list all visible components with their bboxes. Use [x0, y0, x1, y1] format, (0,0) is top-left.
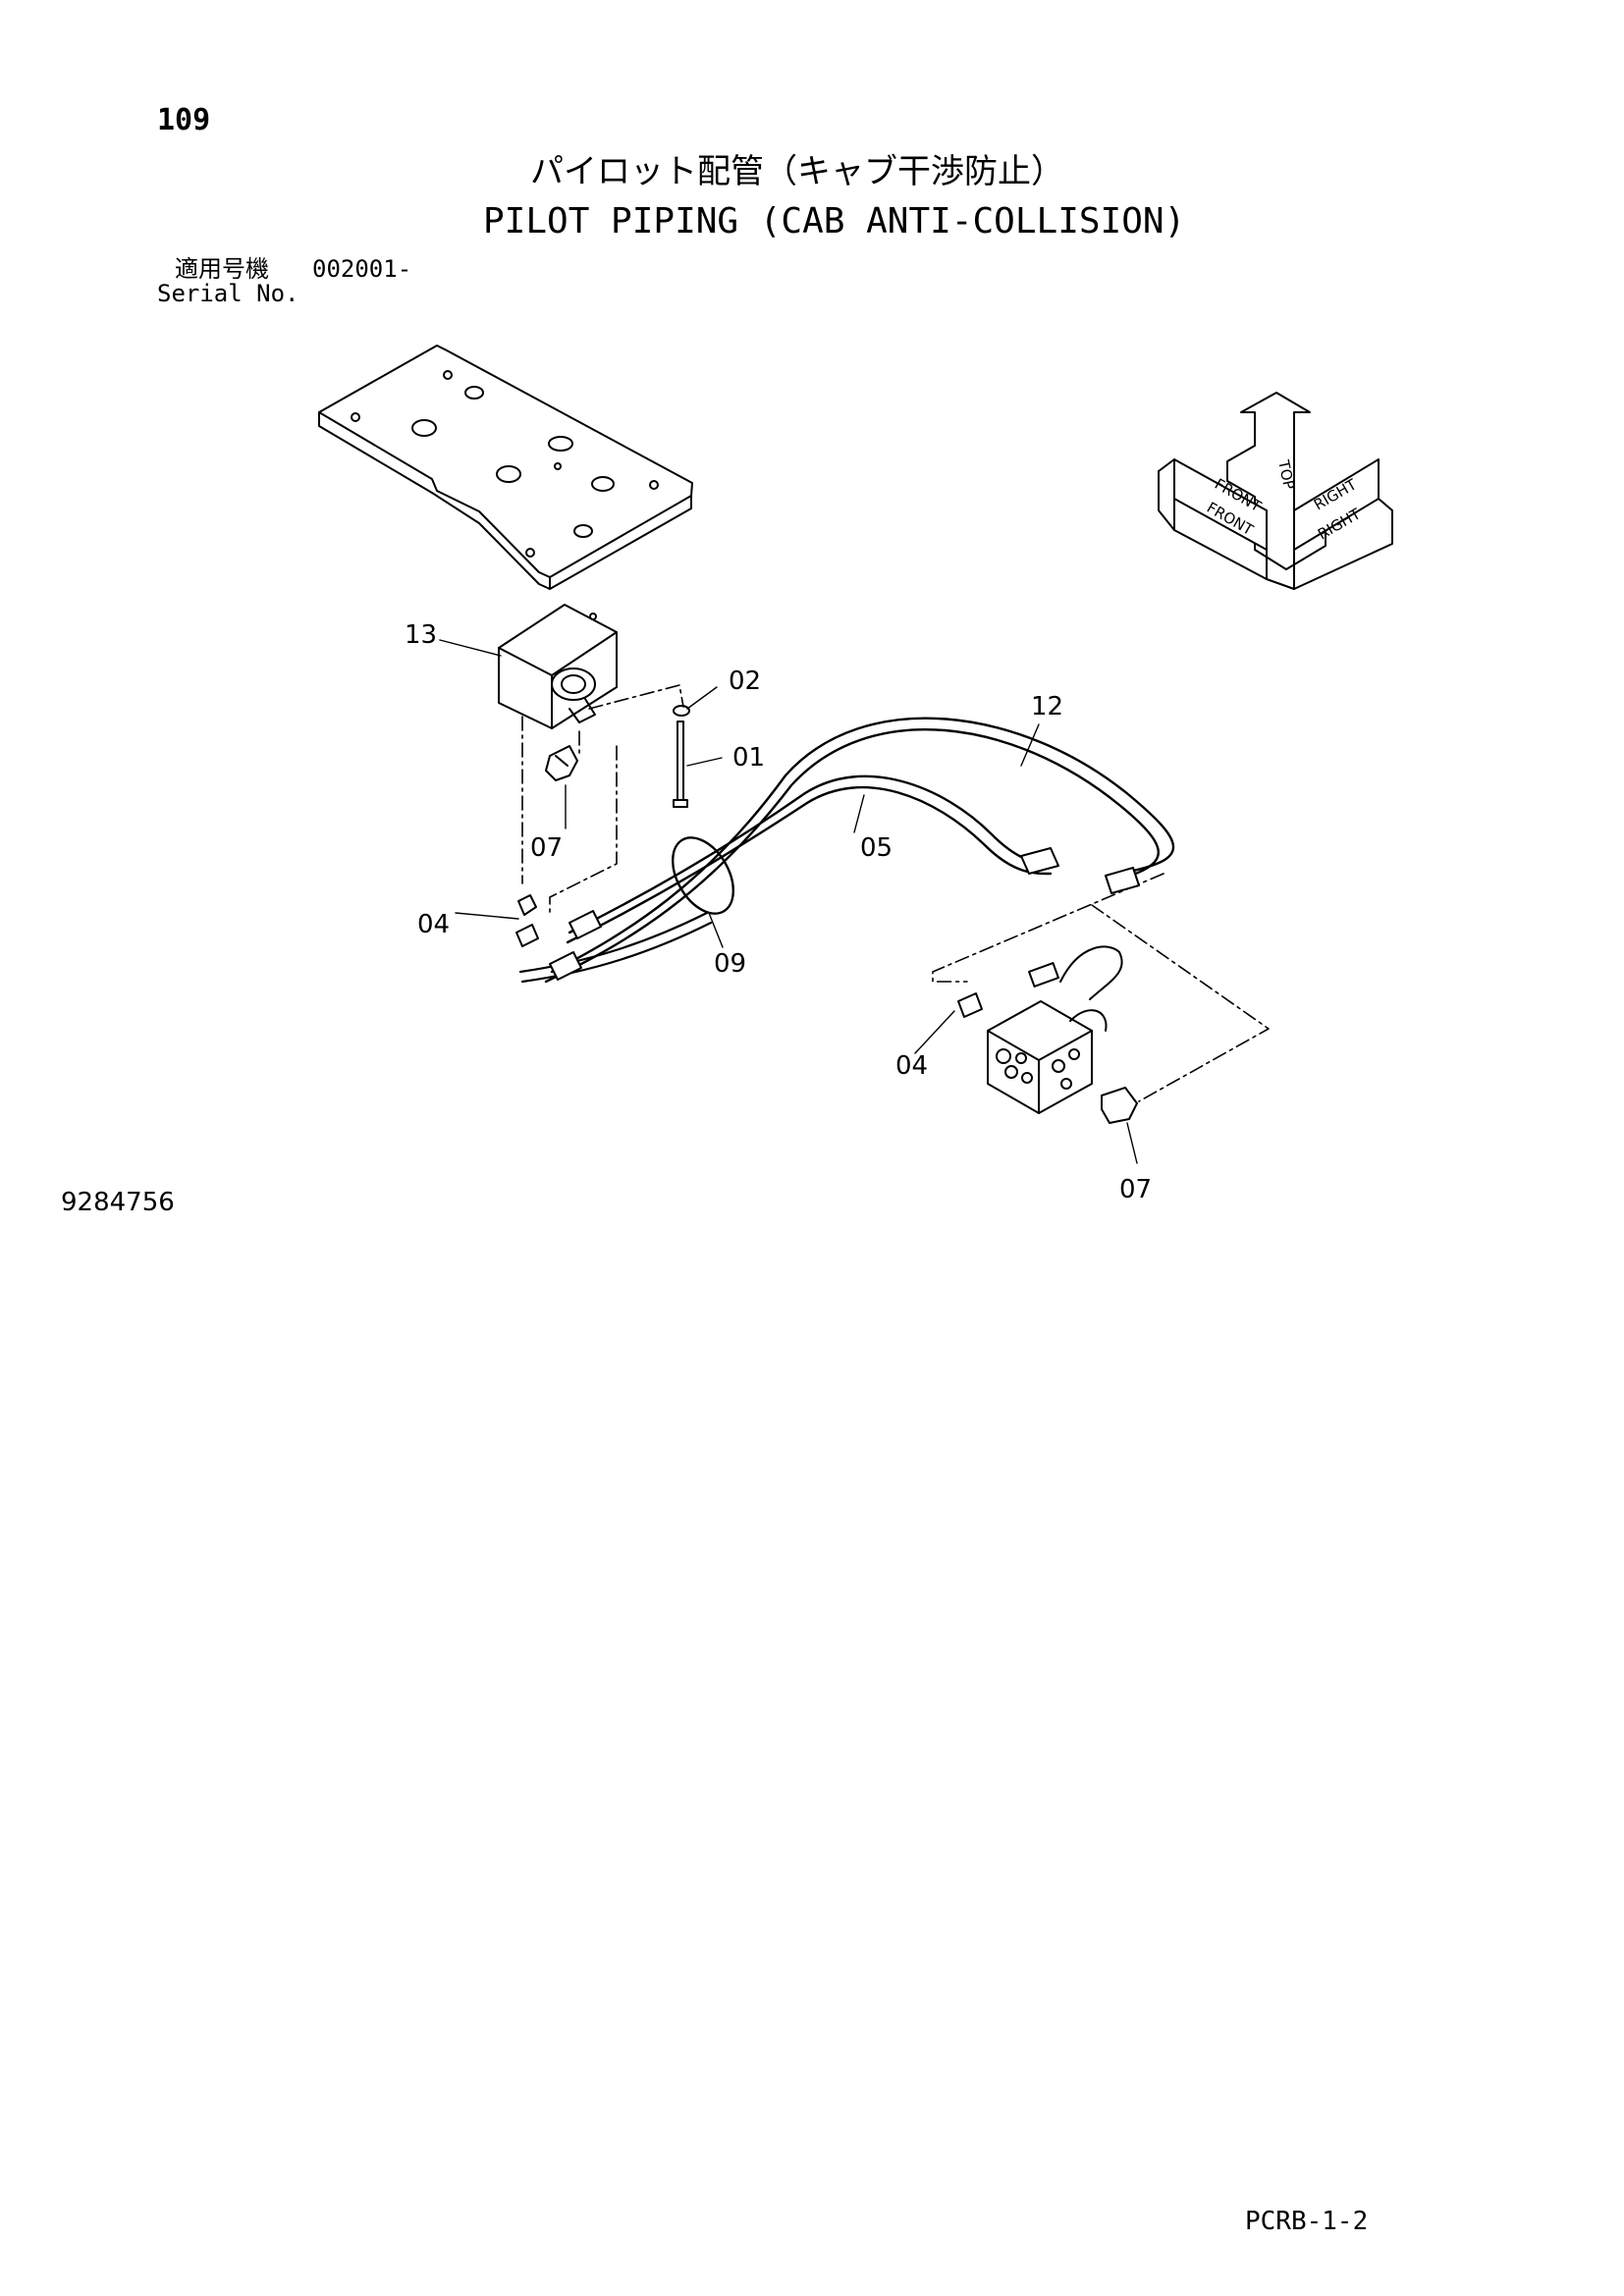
callout-leaders	[439, 639, 1138, 1164]
callout-07-left: 07	[530, 833, 563, 863]
callout-01: 01	[732, 743, 765, 773]
callout-07-right: 07	[1119, 1175, 1152, 1204]
callout-09: 09	[714, 949, 746, 979]
washer-02	[673, 705, 690, 717]
adapter-04-left	[515, 894, 539, 947]
callout-04-left: 04	[417, 910, 450, 939]
title-japanese: パイロット配管（キャブ干渉防止）	[530, 152, 1064, 191]
clamp-band-09	[672, 836, 734, 915]
callout-04-right: 04	[895, 1051, 928, 1081]
serial-label-english: Serial No.	[157, 280, 299, 307]
page-number: 109	[157, 103, 211, 137]
mounting-plate	[318, 345, 693, 590]
title-english: PILOT PIPING (CAB ANTI-COLLISION)	[483, 201, 1186, 241]
elbow-fitting-07-left	[545, 745, 578, 781]
solenoid-valve-13	[498, 604, 618, 729]
orientation-marker: FRONT FRONT TOP RIGHT RIGHT	[1158, 392, 1393, 590]
serial-label-japanese: 適用号機	[175, 255, 269, 283]
callout-02: 02	[729, 667, 761, 696]
footer-code: PCRB-1-2	[1245, 2207, 1369, 2236]
hose-fittings	[549, 847, 1140, 981]
hose-05	[518, 774, 1053, 984]
callout-05: 05	[860, 833, 893, 863]
assembly-leader-lines	[521, 684, 1270, 1102]
drawing-number: 9284756	[61, 1188, 175, 1217]
callout-12: 12	[1031, 692, 1063, 721]
serial-value: 002001-	[312, 255, 412, 283]
hose-12	[544, 717, 1174, 984]
elbow-fitting-07-right	[1101, 1087, 1138, 1124]
callout-13: 13	[405, 620, 437, 650]
bolt-01	[673, 721, 688, 808]
adapter-04-right	[957, 992, 983, 1018]
valve-block-lower	[987, 945, 1123, 1114]
